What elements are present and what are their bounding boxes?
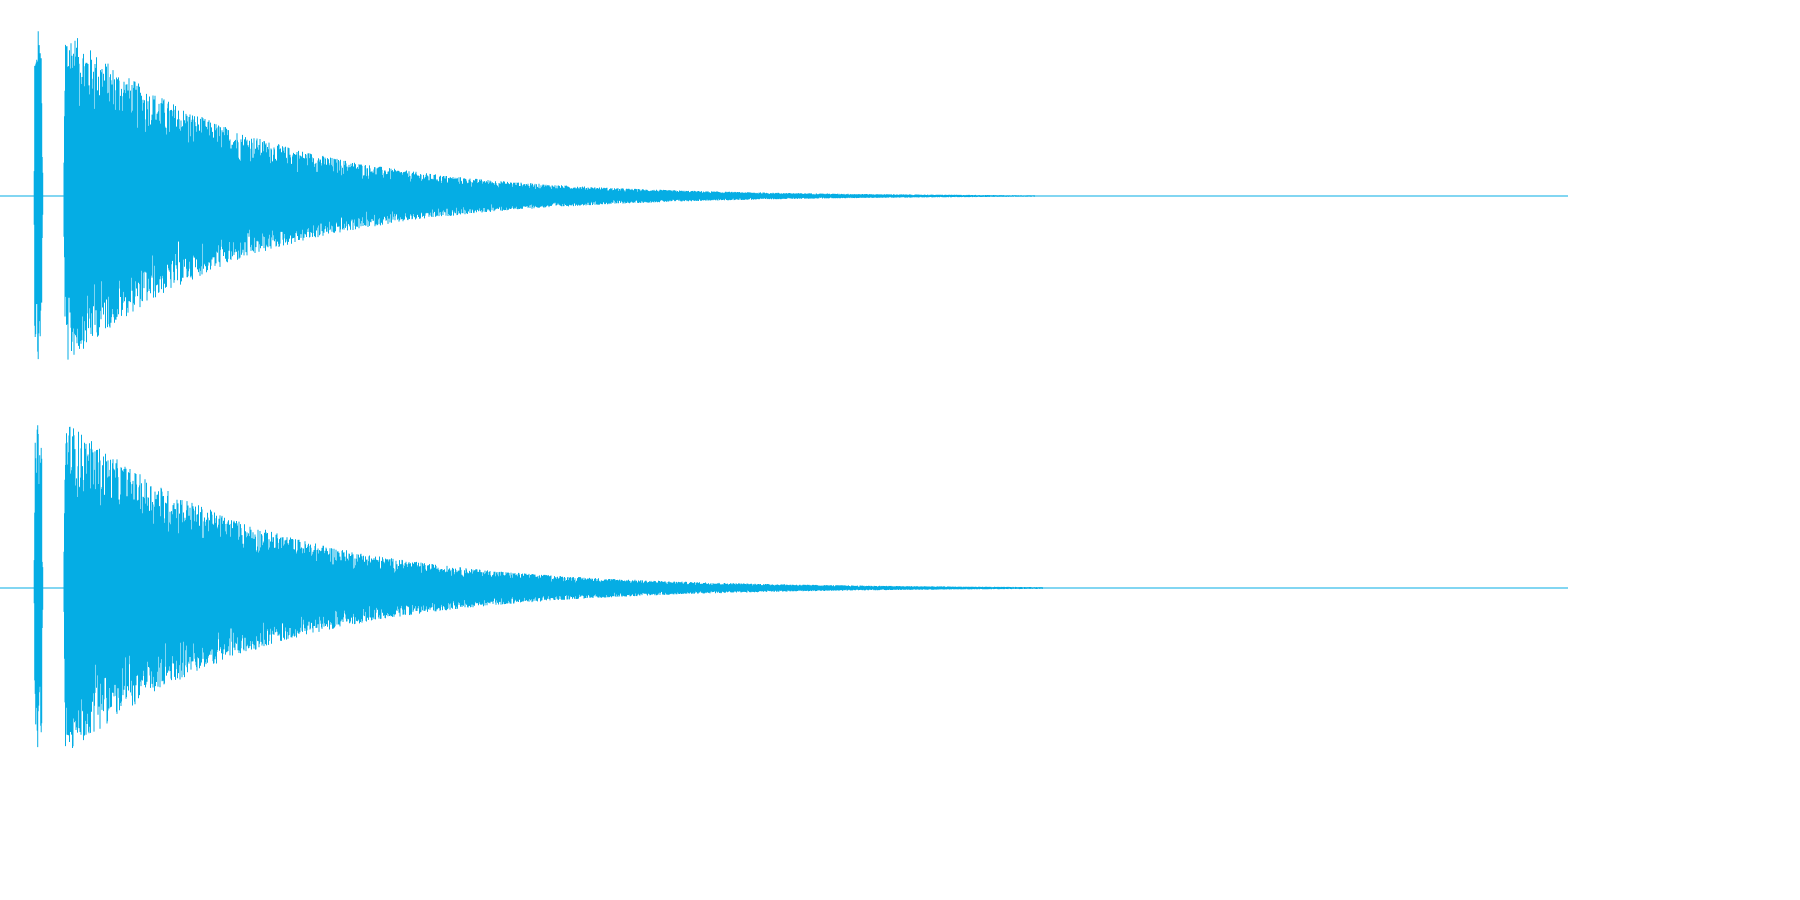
left-waveform-graphic (0, 31, 1568, 360)
waveform-trace (33, 425, 1043, 748)
right-waveform-graphic (0, 425, 1568, 748)
channel-right-waveform[interactable] (0, 392, 1568, 784)
waveform-trace (33, 31, 1035, 360)
waveform-view[interactable] (0, 0, 1568, 784)
channel-left-waveform[interactable] (0, 0, 1568, 392)
